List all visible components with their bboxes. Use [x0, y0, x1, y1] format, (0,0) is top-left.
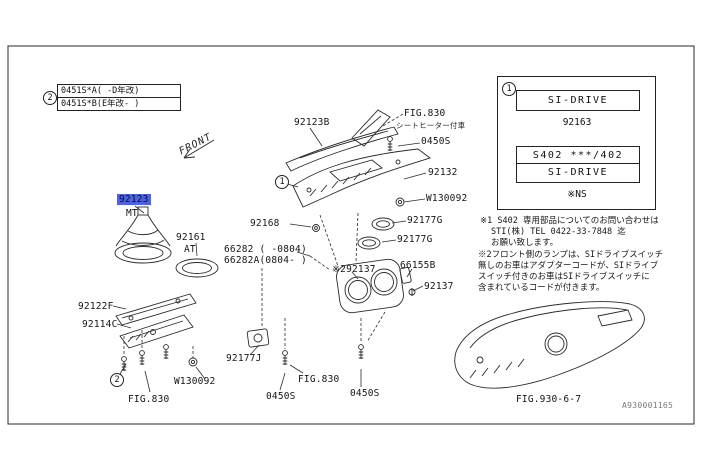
variant-code-box: 0451S*A( -D年改) 0451S*B(E年改- )	[57, 84, 181, 111]
callout-1-badge: 1	[502, 82, 516, 96]
clip-drawing-92137	[408, 288, 416, 296]
footnote-1-line1: ※1 S402 専用部品についてのお問い合わせは	[480, 216, 659, 226]
part-label-0450s-top[interactable]: 0450S	[421, 136, 451, 147]
screw-icon	[282, 350, 288, 365]
front-arrow-icon	[183, 139, 215, 159]
part-label-66155b[interactable]: 66155B	[400, 260, 436, 271]
footnote-2-line4: 含まれているコードが付きます。	[478, 283, 605, 293]
bracket-drawing-92114c	[119, 314, 194, 349]
si-drive-panel: 1 SI-DRIVE 92163 S402 ***/402 SI-DRIVE ※…	[497, 76, 656, 210]
figure-ref-830-bottom-mid[interactable]: FIG.830	[298, 374, 340, 385]
part-label-92163[interactable]: 92163	[562, 117, 592, 128]
part-label-0450s-bottom-mid[interactable]: 0450S	[350, 388, 380, 399]
callout-2-badge: 2	[43, 91, 57, 105]
callout-1-badge: 1	[275, 175, 289, 189]
part-label-92114c[interactable]: 92114C	[82, 319, 118, 330]
part-label-92132[interactable]: 92132	[428, 167, 458, 178]
si-drive-switch-box: SI-DRIVE	[516, 90, 640, 111]
clip-drawing-66155b	[399, 267, 412, 284]
part-label-92177g-upper[interactable]: 92177G	[407, 215, 443, 226]
at-ring-drawing	[175, 258, 219, 278]
screw-icon	[121, 356, 127, 371]
seat-heater-note: シートヒーター付車	[396, 121, 466, 130]
dashed-assembly-lines	[123, 113, 404, 358]
heater-bracket-drawing	[351, 109, 391, 147]
part-label-92161[interactable]: 92161	[176, 232, 206, 243]
transmission-marker-mt: MT	[126, 208, 138, 219]
part-label-92168[interactable]: 92168	[250, 218, 280, 229]
figure-ref-830-bottom-left[interactable]: FIG.830	[128, 394, 170, 405]
part-label-w130092-bottom[interactable]: W130092	[174, 376, 216, 387]
variant-code-a: 0451S*A( -D年改)	[61, 86, 140, 96]
part-label-92177j[interactable]: 92177J	[226, 353, 262, 364]
clip-drawing-92168	[312, 224, 320, 232]
ring-drawing-92177g-upper	[371, 217, 395, 231]
figure-ref-930-6-7[interactable]: FIG.930-6-7	[516, 394, 582, 405]
variant-code-b: 0451S*B(E年改- )	[58, 97, 180, 110]
screw-icon	[387, 136, 393, 151]
shift-trim-panel-drawing	[285, 126, 399, 172]
grommet-drawing-top	[395, 197, 405, 207]
console-frame-drawing	[292, 148, 431, 208]
grommet-drawing-bottom	[188, 357, 198, 367]
footnote-2-line2: 無しのお車はアダプターコードが、SIドライブ	[478, 261, 659, 271]
footnote-2-line3: スイッチ付きのお車はSIドライブスイッチに	[478, 272, 650, 282]
part-label-92177g-lower[interactable]: 92177G	[397, 234, 433, 245]
part-label-0450s-bottom-left[interactable]: 0450S	[266, 391, 296, 402]
bracket-drawing-92122f	[115, 293, 197, 326]
ring-drawing-92177g-lower	[357, 236, 381, 250]
part-label-92137[interactable]: 92137	[424, 281, 454, 292]
transmission-marker-at: AT	[184, 244, 196, 255]
part-label-92123-selected[interactable]: 92123	[117, 194, 151, 205]
footnote-1-line3: お願い致します。	[491, 238, 559, 248]
diagram-border	[7, 45, 695, 425]
shift-boot-drawing	[114, 206, 172, 264]
si-drive-variant-box: SI-DRIVE	[516, 163, 640, 183]
bracket-drawing-92177j	[246, 328, 270, 348]
screw-icon	[358, 344, 364, 359]
screw-icon	[163, 344, 169, 359]
document-number: A930001165	[622, 401, 674, 410]
footnote-2-line1: ※2フロント側のランプは、SIドライブスイッチ	[478, 250, 664, 260]
screw-icon	[139, 350, 145, 365]
figure-ref-830-top[interactable]: FIG.830	[404, 108, 446, 119]
part-label-66282[interactable]: 66282 ( -0804)	[224, 244, 307, 255]
callout-2-badge: 2	[110, 373, 124, 387]
ns-marker: ※NS	[567, 189, 587, 200]
part-label-92123b[interactable]: 92123B	[294, 117, 330, 128]
part-label-66282a[interactable]: 66282A(0804- )	[224, 255, 307, 266]
part-label-w130092-top[interactable]: W130092	[426, 193, 468, 204]
part-label-292137[interactable]: ※292137	[332, 264, 376, 275]
cup-holder-drawing	[336, 258, 404, 314]
footnote-1-line2: STI(株) TEL 0422-33-7848 迄	[491, 227, 626, 237]
part-label-92122f[interactable]: 92122F	[78, 301, 114, 312]
floor-console-drawing	[454, 301, 645, 389]
